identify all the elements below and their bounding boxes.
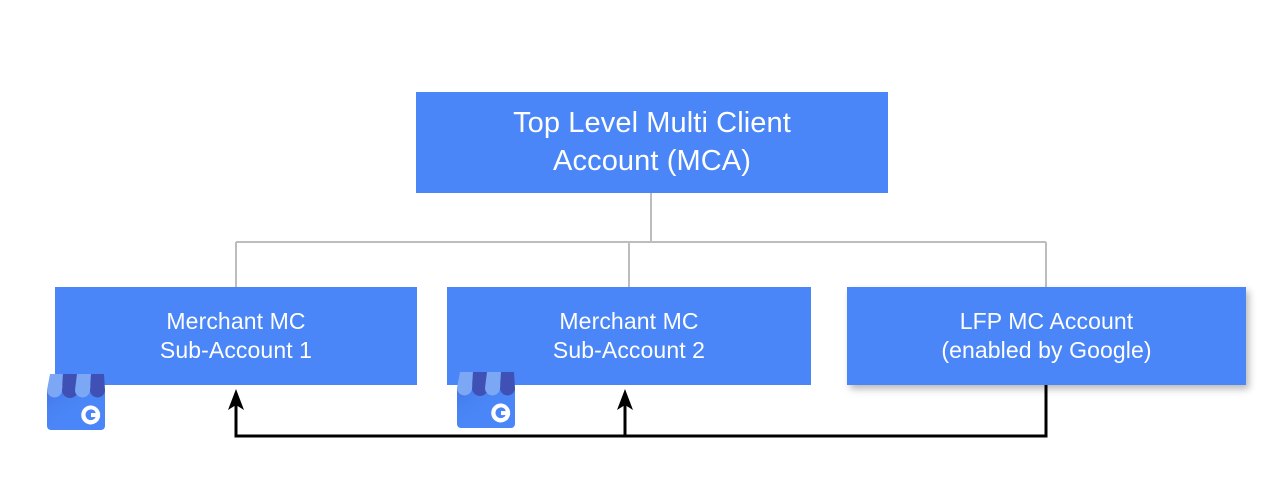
node-top-level-mca-line1: Top Level Multi Client <box>513 107 791 140</box>
node-top-level-mca[interactable]: Top Level Multi Client Account (MCA) <box>416 92 888 193</box>
node-merchant-mc-sub-account-2-line1: Merchant MC <box>559 307 699 334</box>
feed-arrow-heads <box>228 389 633 410</box>
feed-arrow-path-lfp-to-sub1 <box>234 385 1048 438</box>
arrowhead-sub1 <box>228 389 244 410</box>
awning-segment-3 <box>485 372 501 396</box>
node-lfp-mc-account-line2: (enabled by Google) <box>941 337 1152 363</box>
awning-segment-1 <box>457 372 473 396</box>
node-top-level-mca-line2: Account (MCA) <box>553 144 751 177</box>
google-g-glyph <box>81 405 101 425</box>
node-merchant-mc-sub-account-2-line2: Sub-Account 2 <box>552 337 706 363</box>
feed-arrow-group <box>234 385 1048 438</box>
arrowhead-sub2 <box>617 389 633 410</box>
google-my-business-storefront-icon <box>47 374 105 430</box>
awning-segment-1 <box>47 374 63 398</box>
storefront-shadow <box>457 388 515 428</box>
tree-connector-group <box>234 193 1048 288</box>
google-my-business-storefront-icon <box>457 372 515 428</box>
awning-segment-4 <box>90 374 105 398</box>
awning-segment-3 <box>75 374 91 398</box>
storefront-shadow <box>47 390 105 430</box>
google-g-glyph <box>491 403 511 423</box>
node-lfp-mc-account-line1: LFP MC Account <box>959 307 1134 334</box>
node-lfp-mc-account[interactable]: LFP MC Account (enabled by Google) <box>847 287 1246 385</box>
node-merchant-mc-sub-account-2[interactable]: Merchant MC Sub-Account 2 <box>447 287 811 385</box>
node-merchant-mc-sub-account-1-line1: Merchant MC <box>166 307 306 334</box>
awning-segment-2 <box>472 372 488 396</box>
awning-segment-4 <box>500 372 515 396</box>
node-merchant-mc-sub-account-1[interactable]: Merchant MC Sub-Account 1 <box>55 287 417 385</box>
node-merchant-mc-sub-account-1-line2: Sub-Account 1 <box>159 337 313 363</box>
awning-segment-2 <box>62 374 78 398</box>
